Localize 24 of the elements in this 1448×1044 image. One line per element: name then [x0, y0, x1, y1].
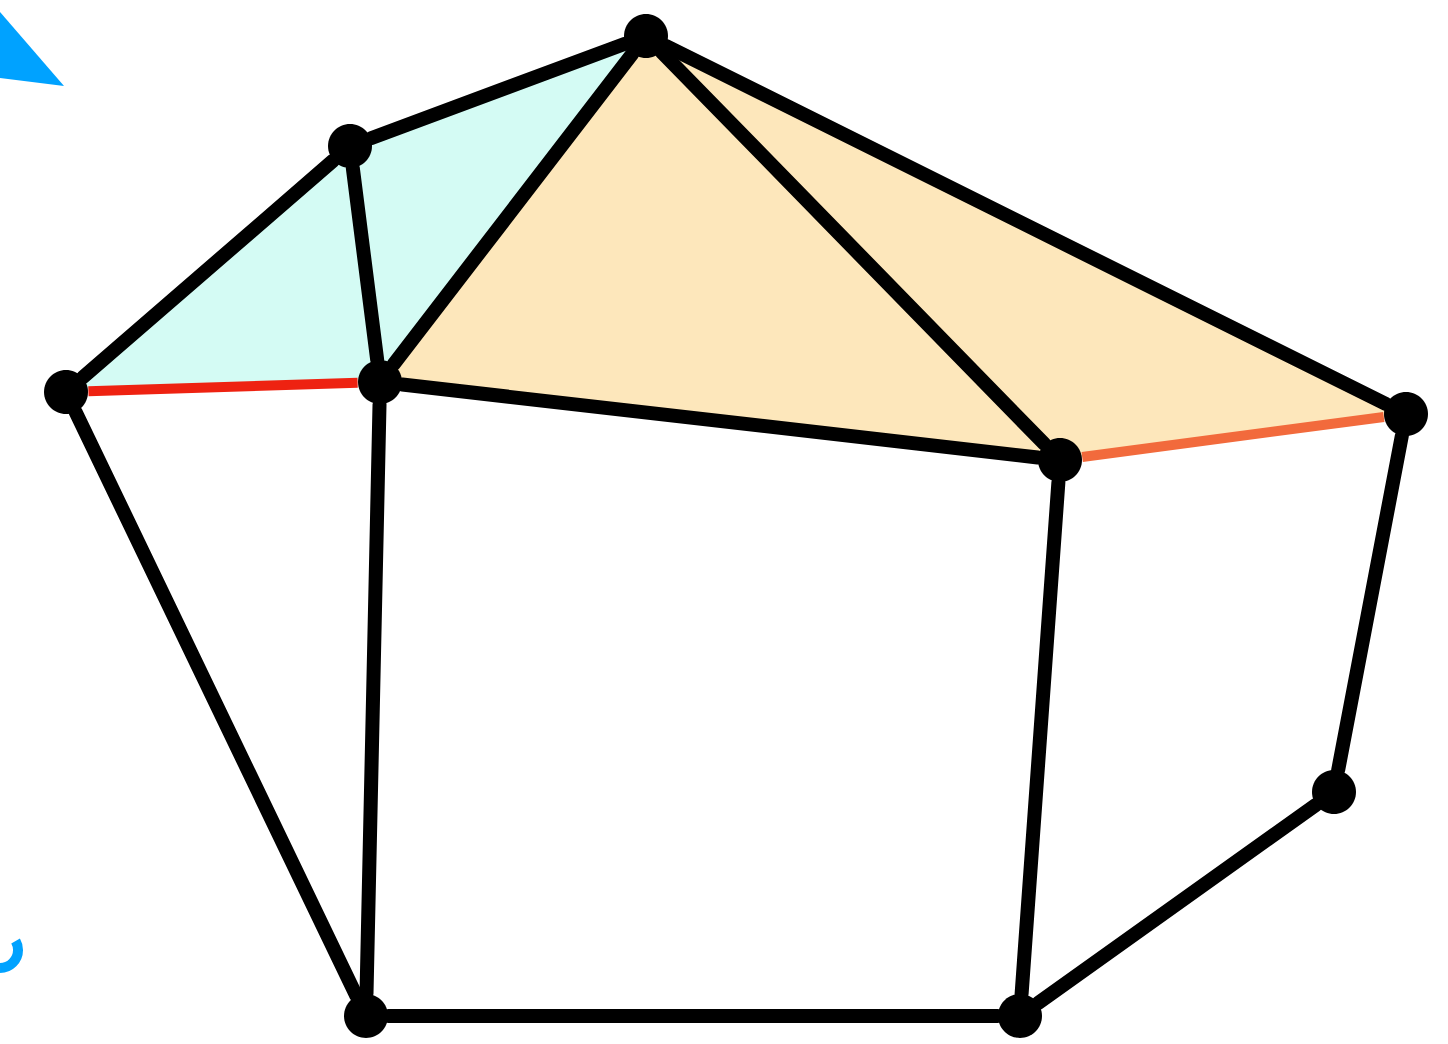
- vertex-dot: [1312, 770, 1356, 814]
- edge-line: [1081, 412, 1385, 462]
- edge-line: [345, 161, 385, 367]
- edge-line: [1031, 798, 1323, 1010]
- edge-line: [1331, 429, 1409, 777]
- vertex-dot: [1384, 392, 1428, 436]
- edge-line: [386, 46, 640, 372]
- vertex-dot: [358, 360, 402, 404]
- vertex-dot: [998, 994, 1042, 1038]
- edge-line: [659, 39, 1393, 411]
- edge-line: [381, 1009, 1005, 1023]
- edge-line: [654, 45, 1052, 451]
- vertex-dot: [44, 370, 88, 414]
- edge-line: [88, 377, 358, 397]
- vertex-dot: [624, 14, 668, 58]
- vertex-dot: [1038, 438, 1082, 482]
- edge-line: [68, 405, 364, 1003]
- edge-line: [1014, 475, 1066, 1001]
- vertex-dot: [328, 124, 372, 168]
- edge-line: [75, 153, 341, 385]
- edge-line: [359, 397, 387, 1001]
- edge-line: [364, 36, 632, 146]
- vertex-dot: [344, 994, 388, 1038]
- edge-line: [395, 377, 1045, 465]
